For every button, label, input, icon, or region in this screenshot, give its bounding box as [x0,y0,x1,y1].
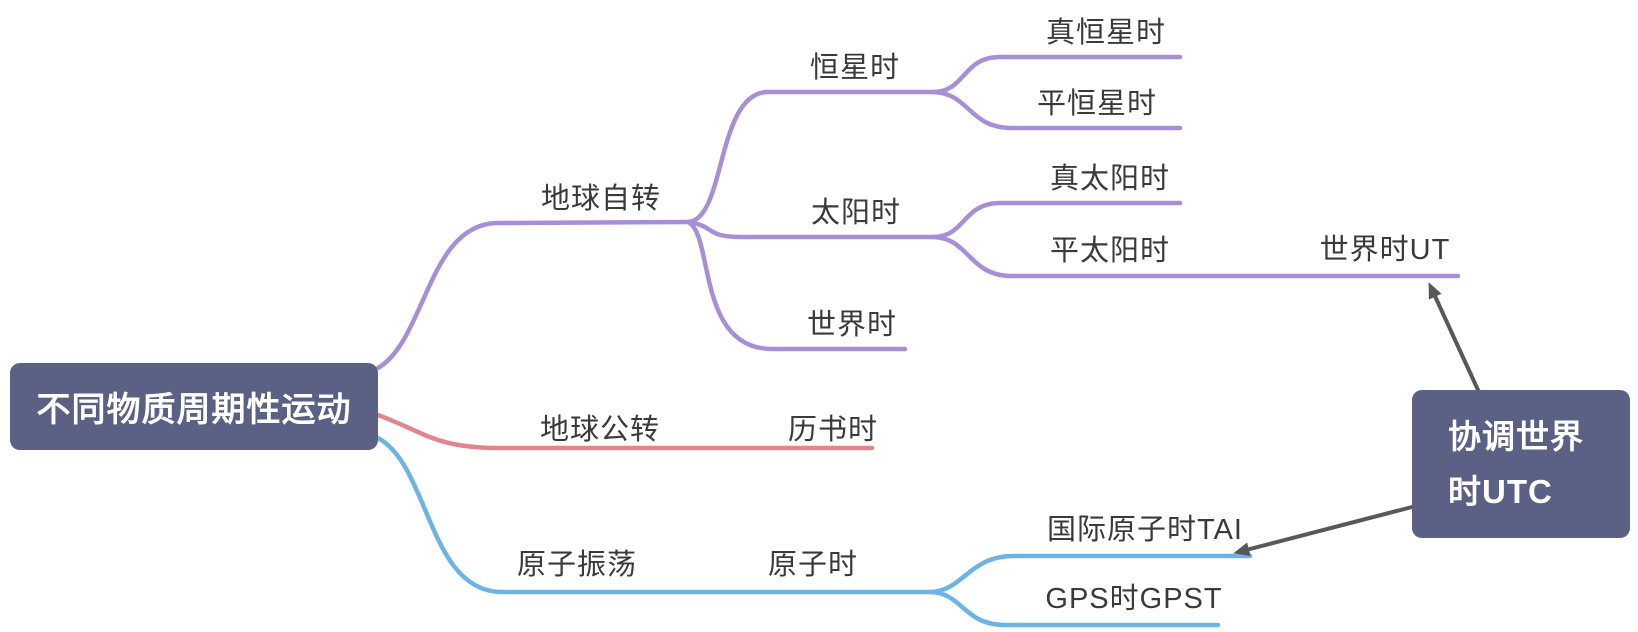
utc-node-label-line2: 时UTC [1448,473,1553,510]
link-mean-sidereal-line [930,89,1183,131]
link-gpst-line [927,589,1221,628]
node-atomic-time[interactable]: 原子时 [767,549,859,581]
link-true-solar-line [930,200,1183,240]
node-sidereal-time[interactable]: 恒星时 [809,52,901,84]
link-tai-line [927,553,1253,595]
node-universal-time-ut[interactable]: 世界时UT [1319,234,1451,266]
node-earth-revolution[interactable]: 地球公转 [539,414,661,446]
node-mean-sidereal-time[interactable]: 平恒星时 [1036,88,1158,120]
node-ephemeris-time[interactable]: 历书时 [787,414,879,446]
link-mean-solar-ut-line [930,234,1461,279]
branch-earth-revolution-line [375,412,875,451]
utc-to-ut-arrow[interactable] [1428,282,1480,392]
utc-node-label-line1: 协调世界 [1448,418,1584,455]
node-universal-time[interactable]: 世界时 [806,309,898,341]
utc-to-tai-arrow[interactable] [1233,505,1414,557]
node-tai[interactable]: 国际原子时TAI [1047,514,1243,546]
link-universal-time-line [685,219,908,352]
link-sidereal-time-line [685,89,936,225]
branch-earth-rotation-line [375,219,691,371]
root-node[interactable]: 不同物质周期性运动 [10,363,378,450]
node-earth-rotation[interactable]: 地球自转 [540,183,662,215]
node-mean-solar-time[interactable]: 平太阳时 [1049,235,1171,267]
node-gpst[interactable]: GPS时GPST [1045,583,1223,615]
link-true-sidereal-line [930,54,1183,95]
node-solar-time[interactable]: 太阳时 [810,197,902,229]
node-atomic-oscillation[interactable]: 原子振荡 [516,549,638,581]
utc-node[interactable]: 协调世界 时UTC [1412,390,1630,538]
branch-atomic-oscillation-line [375,435,933,595]
node-true-sidereal-time[interactable]: 真恒星时 [1045,17,1167,49]
node-true-solar-time[interactable]: 真太阳时 [1049,163,1171,195]
link-solar-time-line [685,219,936,240]
